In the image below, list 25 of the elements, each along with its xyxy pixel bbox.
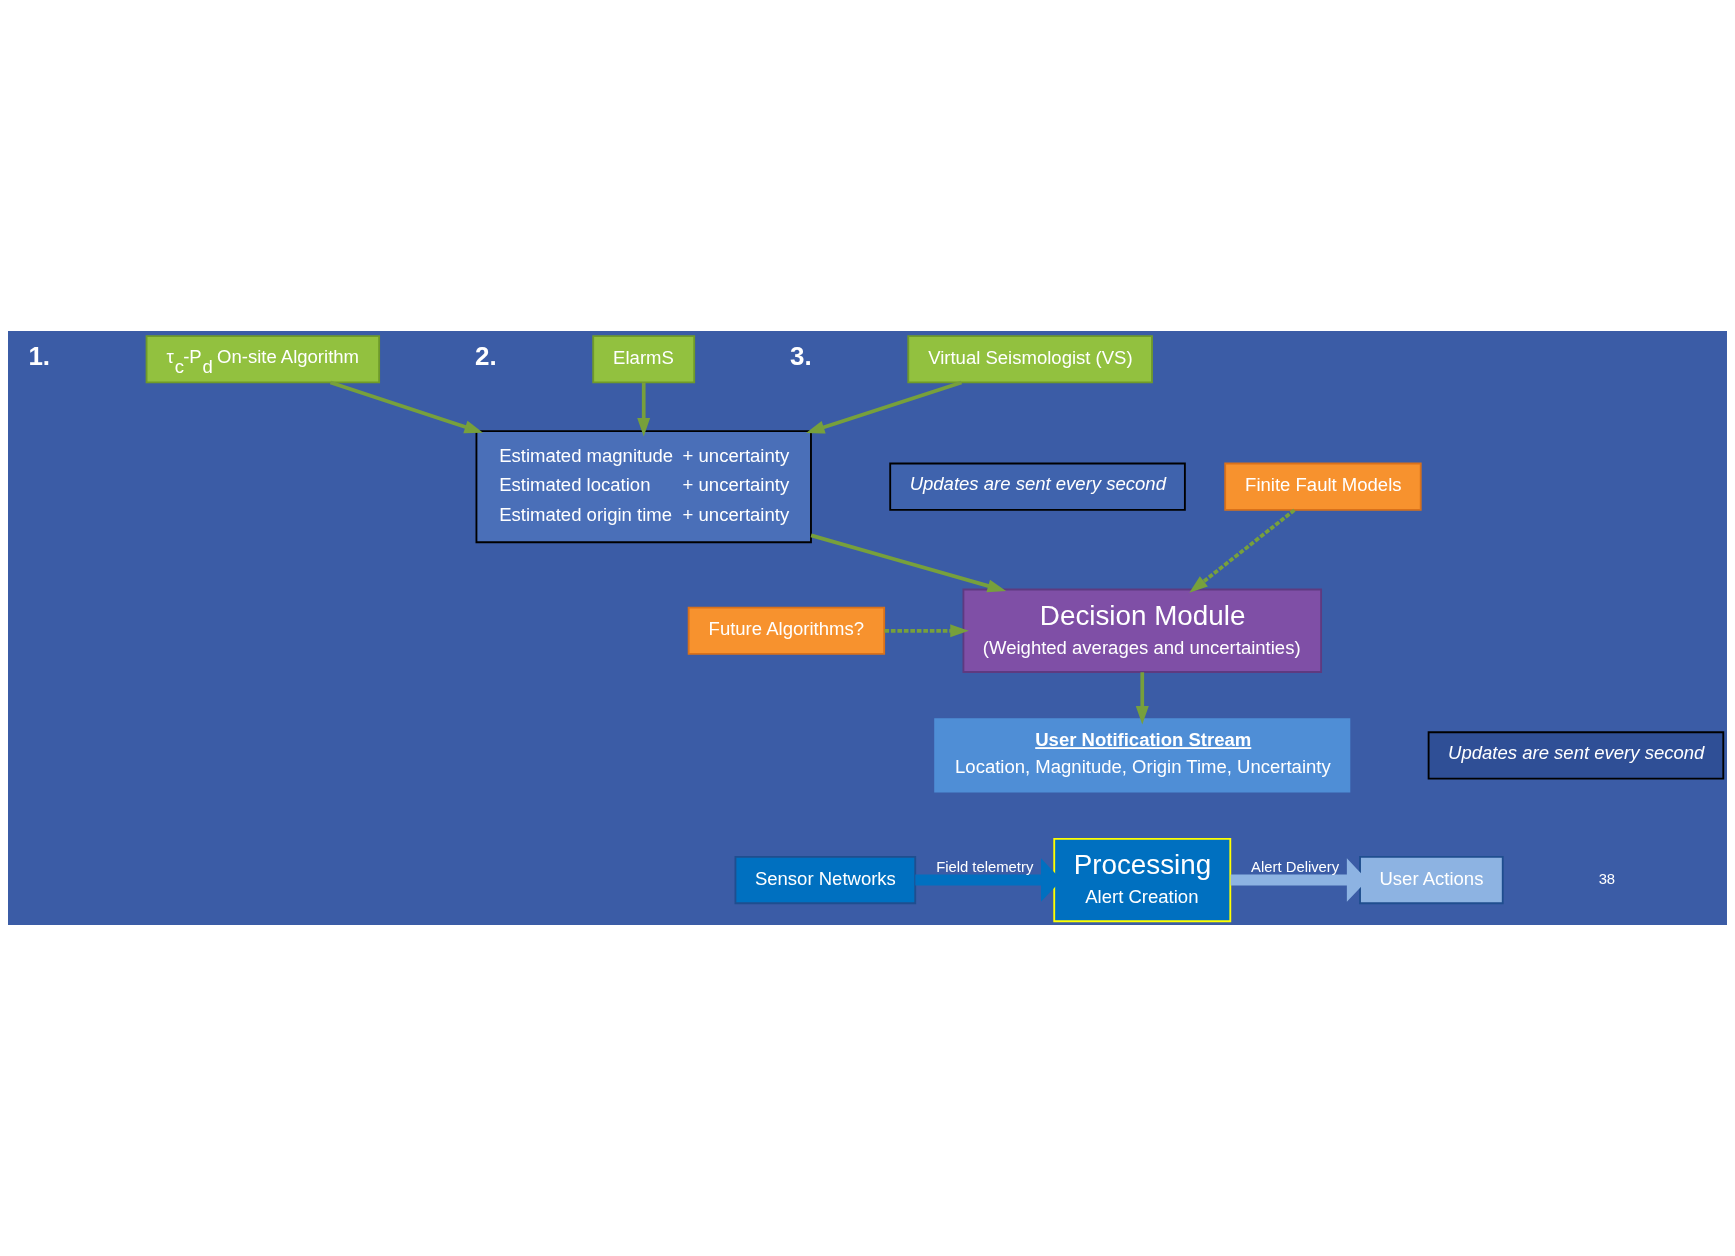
label: 38 (1598, 870, 1616, 887)
node-box: ElarmS (592, 335, 696, 384)
node-box: User Actions (1359, 855, 1504, 905)
node-box: Finite Fault Models (1224, 462, 1422, 511)
arrow (805, 380, 963, 434)
node-label: 3. (790, 341, 812, 370)
arrow (810, 533, 1007, 593)
node-box: Processing Alert Creation (1053, 837, 1232, 923)
node-label: 2. (475, 341, 497, 370)
node-box: Sensor Networks (734, 855, 917, 905)
node-box: Virtual Seismologist (VS) (907, 335, 1153, 384)
edge-label: Alert Delivery (1251, 859, 1340, 876)
node-box: Estimated magnitude + uncertainty Estimated location + uncertainty Estimated origin time + uncertainty (475, 430, 812, 544)
node-box: Decision Module (Weighted averages and uncertainties) (962, 588, 1323, 673)
edge-label: Field telemetry (936, 859, 1034, 876)
arrow (329, 380, 483, 434)
node-label: 1. (28, 341, 51, 370)
arrow (884, 624, 969, 638)
node-box: Updates are sent every second (1427, 731, 1725, 780)
arrow (637, 382, 651, 437)
node-box: Updates are sent every second (889, 462, 1186, 511)
arrow (1189, 508, 1296, 593)
node-box: User Notification Stream Location, Magnitude, Origin Time, Uncertainty (934, 718, 1351, 793)
arrow (1135, 672, 1149, 725)
node-box: Future Algorithms? (687, 606, 886, 655)
